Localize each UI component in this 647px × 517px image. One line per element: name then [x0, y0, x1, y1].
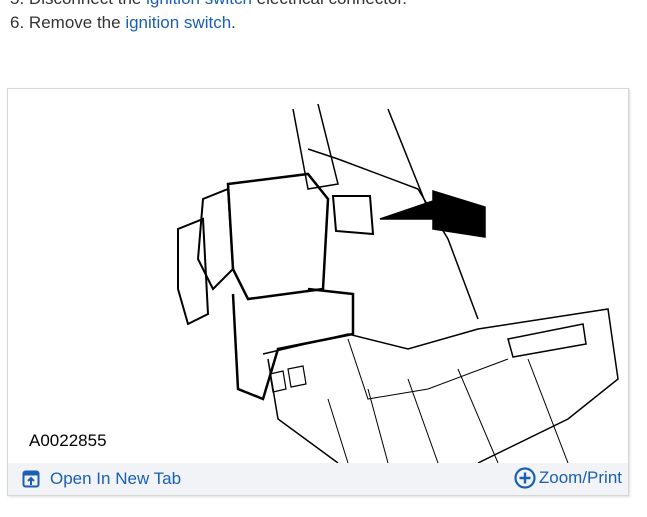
step-text: electrical connector.	[257, 0, 407, 8]
zoom-print-label: Zoom/Print	[538, 468, 622, 487]
step-5: 5. Disconnect the ignition switch electr…	[10, 0, 407, 9]
figure-footer: Open In New Tab Zoom/Print	[8, 463, 628, 495]
open-in-new-tab-label: Open In New Tab	[50, 469, 182, 488]
open-new-tab-icon	[22, 470, 40, 488]
step-text: Remove the	[28, 13, 121, 32]
step-number: 6.	[10, 13, 25, 32]
figure-id: A0022855	[29, 431, 107, 450]
plus-circle-icon	[514, 467, 536, 489]
step-text: Disconnect the	[29, 0, 141, 8]
zoom-print-button[interactable]: Zoom/Print	[514, 467, 622, 489]
ignition-switch-diagram	[177, 103, 619, 463]
step-text: .	[231, 13, 236, 32]
figure-card: A0022855 Open In New Tab Zoom/Print	[7, 88, 629, 496]
ignition-switch-link[interactable]: ignition switch	[146, 0, 252, 8]
step-number: 5.	[10, 0, 24, 8]
step-6: 6. Remove the ignition switch.	[10, 13, 236, 33]
open-in-new-tab-button[interactable]: Open In New Tab	[22, 469, 181, 489]
ignition-switch-link[interactable]: ignition switch	[125, 13, 232, 32]
